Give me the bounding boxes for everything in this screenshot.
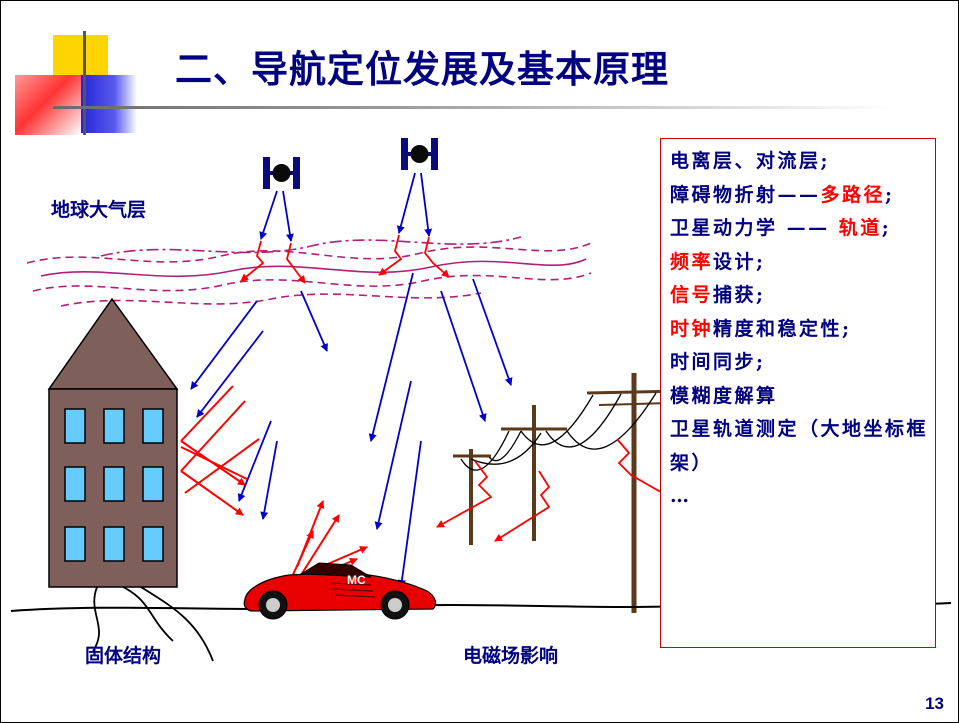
factor-item: 卫星轨道测定（大地坐标框架） [670, 413, 935, 480]
factor-text: 捕获; [713, 284, 766, 306]
signal-lines-upper [259, 172, 433, 242]
page-number: 13 [925, 694, 944, 713]
car: MC [243, 562, 437, 620]
atmosphere-bands [26, 236, 592, 307]
factor-item: 障碍物折射——多路径; [670, 179, 935, 213]
title-underline [53, 106, 893, 109]
satellite-icon [263, 157, 300, 189]
factor-text: 电离层、对流层; [670, 150, 831, 172]
signal-lines-lower [190, 272, 513, 588]
em-field-label: 电磁场影响 [463, 645, 559, 667]
factor-text: 障碍物折射—— [670, 183, 821, 206]
factor-item: 时间同步; [670, 346, 935, 380]
factor-item: … [670, 480, 935, 514]
deco-blue-square [81, 75, 137, 133]
foundation-lines [92, 586, 214, 662]
multipath-reflections [180, 385, 368, 580]
highlight-text: 信号 [670, 284, 714, 306]
highlight-text: 频率 [670, 250, 714, 273]
factors-panel: 电离层、对流层;障碍物折射——多路径;卫星动力学 —— 轨道;频率设计;信号捕获… [660, 138, 936, 648]
page-title: 二、导航定位发展及基本原理 [175, 47, 669, 91]
refraction-marks [240, 234, 450, 284]
factor-text: ; [885, 183, 895, 206]
factor-item: 频率设计; [670, 246, 935, 280]
factor-text: 精度和稳定性; [713, 317, 852, 340]
highlight-text: 时钟 [670, 317, 714, 340]
highlight-text: 轨道 [838, 217, 882, 239]
highlight-text: 多路径 [820, 183, 886, 206]
factor-item: 模糊度解算 [670, 380, 935, 414]
deco-vertical-line [83, 31, 86, 135]
factor-text: 模糊度解算 [670, 384, 778, 407]
factor-text: ; [881, 217, 892, 239]
factor-item: 卫星动力学 —— 轨道; [670, 212, 935, 246]
power-wires [460, 392, 657, 471]
factor-text: … [670, 485, 692, 507]
factor-text: 卫星动力学 —— [670, 217, 839, 239]
factor-text: 时间同步; [670, 351, 766, 373]
building [47, 297, 179, 588]
factor-text: 卫星轨道测定（大地坐标框架） [670, 418, 929, 474]
factor-text: 设计; [713, 250, 766, 273]
factor-item: 信号捕获; [670, 279, 935, 313]
deco-red-square [15, 75, 81, 135]
factor-item: 电离层、对流层; [670, 145, 935, 179]
satellite-icon [401, 138, 438, 170]
pole-reflections [436, 438, 674, 542]
structure-label: 固体结构 [85, 645, 162, 667]
factor-item: 时钟精度和稳定性; [670, 313, 935, 347]
car-text: MC [347, 573, 366, 587]
atmosphere-label: 地球大气层 [51, 199, 147, 221]
